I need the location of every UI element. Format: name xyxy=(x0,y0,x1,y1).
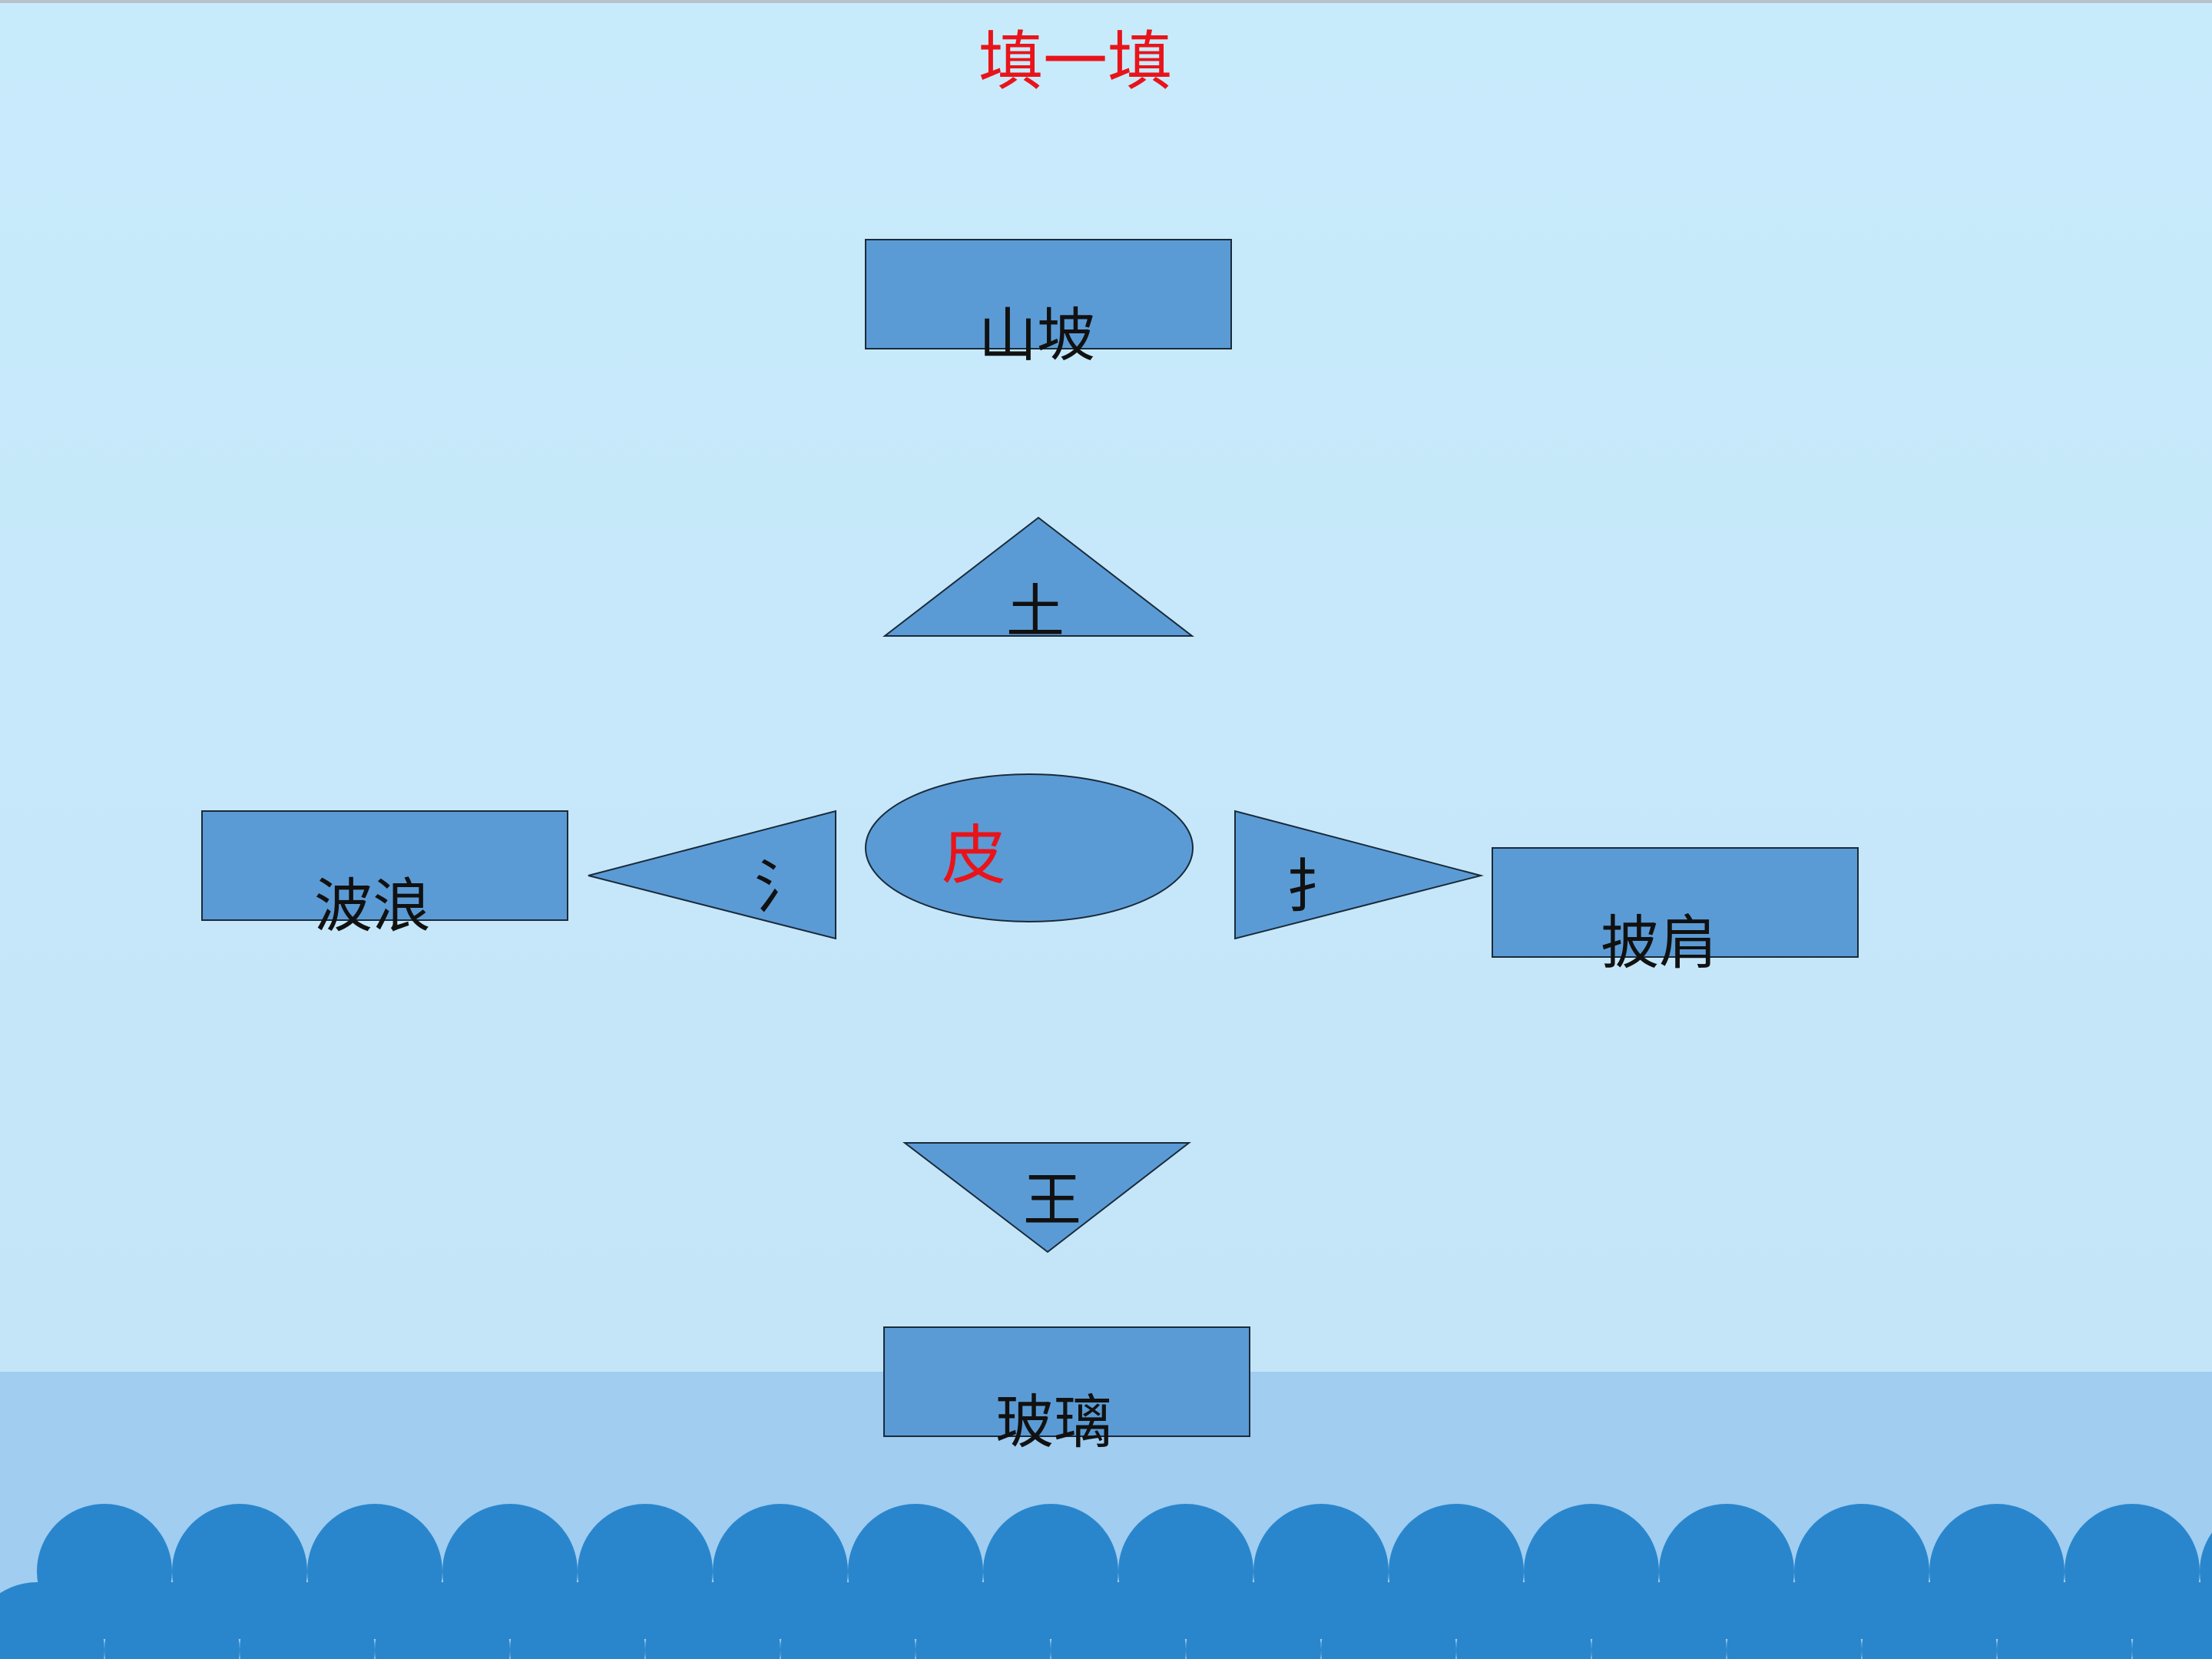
radical-left: 氵 xyxy=(754,853,813,921)
word-right: 披肩 xyxy=(1601,909,1717,977)
wave-scallop xyxy=(1727,1582,1862,1659)
wave-scallop xyxy=(1051,1582,1186,1659)
box-bottom xyxy=(883,1326,1250,1437)
box-top xyxy=(865,239,1232,349)
radical-bottom: 王 xyxy=(1023,1166,1081,1234)
top-border xyxy=(0,0,2212,3)
wave-scallop xyxy=(916,1582,1051,1659)
wave-scallop xyxy=(780,1582,916,1659)
wave-scallop xyxy=(510,1582,645,1659)
wave-scallop xyxy=(1321,1582,1456,1659)
wave-scallop xyxy=(645,1582,780,1659)
wave-scallop xyxy=(1186,1582,1321,1659)
slide-title: 填一填 xyxy=(978,24,1172,99)
word-left: 波浪 xyxy=(314,872,431,940)
wave-scallop xyxy=(0,1582,104,1659)
wave-decoration xyxy=(0,1504,2212,1659)
wave-scallop xyxy=(1862,1582,1997,1659)
word-top: 山坡 xyxy=(979,301,1095,369)
wave-scallop xyxy=(2132,1582,2212,1659)
radical-top: 土 xyxy=(1006,578,1065,646)
wave-scallop xyxy=(1997,1582,2132,1659)
center-ellipse xyxy=(865,773,1194,922)
wave-scallop xyxy=(1456,1582,1591,1659)
wave-scallop xyxy=(1591,1582,1727,1659)
bottom-triangle xyxy=(902,1142,1191,1253)
wave-scallop xyxy=(375,1582,510,1659)
radical-right: 扌 xyxy=(1286,853,1344,921)
box-right xyxy=(1492,847,1859,958)
word-bottom: 玻璃 xyxy=(995,1388,1112,1456)
wave-scallop xyxy=(240,1582,375,1659)
left-triangle xyxy=(588,810,836,940)
wave-scallop xyxy=(104,1582,240,1659)
box-left xyxy=(201,810,568,921)
center-character: 皮 xyxy=(941,818,1006,893)
top-triangle xyxy=(882,516,1194,637)
right-triangle xyxy=(1234,810,1484,940)
